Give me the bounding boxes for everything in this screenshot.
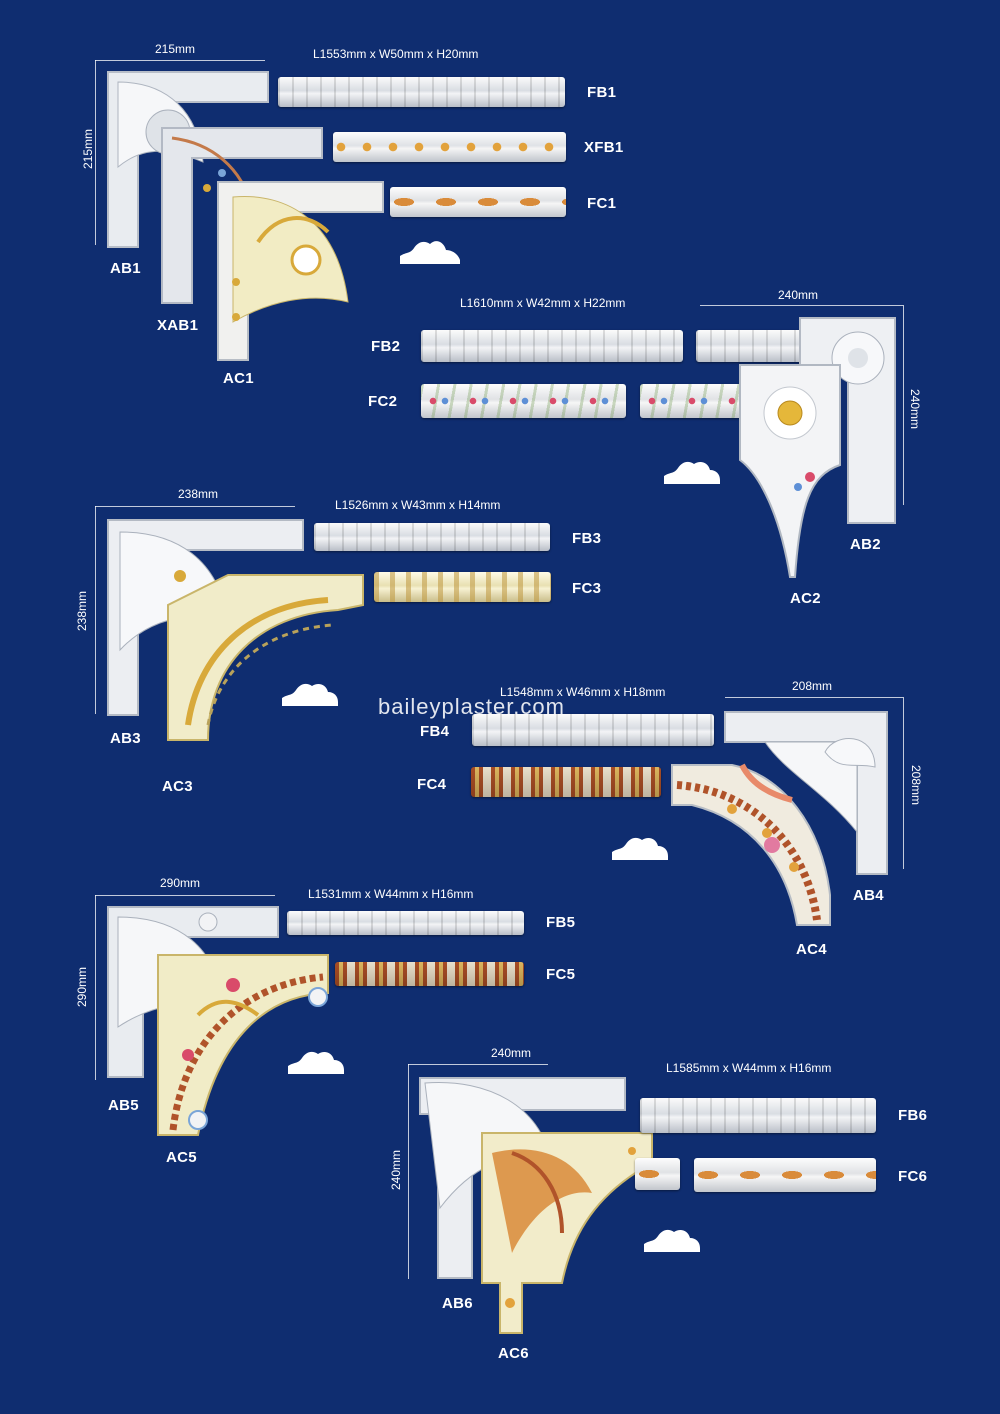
profile-icon-4 bbox=[612, 837, 668, 860]
height-label-6: 240mm bbox=[389, 1150, 403, 1191]
profile-icon-5 bbox=[288, 1051, 344, 1074]
height-label-3: 238mm bbox=[75, 591, 89, 632]
strip-label-xfb1: XFB1 bbox=[584, 139, 624, 156]
width-label-4: 208mm bbox=[792, 679, 833, 693]
strip-label-fb6: FB6 bbox=[898, 1107, 928, 1124]
corner-label-ab3: AB3 bbox=[110, 730, 141, 747]
strip-label-fb1: FB1 bbox=[587, 84, 617, 101]
corner-label-ab5: AB5 bbox=[108, 1097, 139, 1114]
size-label-6: L1585mm x W44mm x H16mm bbox=[666, 1061, 832, 1075]
dim-line-height-3 bbox=[95, 506, 96, 714]
dim-line-width-6 bbox=[408, 1064, 548, 1065]
height-label-1: 215mm bbox=[81, 129, 95, 170]
width-label-6: 240mm bbox=[491, 1046, 532, 1060]
molding-strip-fc2-b bbox=[640, 384, 750, 418]
corner-ornament-ac4 bbox=[671, 763, 831, 926]
corner-ornament-ab4 bbox=[724, 711, 888, 875]
corner-ornament-ac5 bbox=[157, 954, 329, 1136]
corner-label-ab1: AB1 bbox=[110, 260, 141, 277]
width-label-1: 215mm bbox=[155, 42, 196, 56]
molding-strip-fc3 bbox=[374, 572, 551, 602]
dim-line-height-5 bbox=[95, 895, 96, 1080]
dim-line-height-4 bbox=[903, 697, 904, 869]
molding-strip-fc6-b bbox=[694, 1158, 876, 1192]
corner-label-ac4: AC4 bbox=[796, 941, 827, 958]
corner-label-ab4: AB4 bbox=[853, 887, 884, 904]
corner-label-ac3: AC3 bbox=[162, 778, 193, 795]
dim-line-height-6 bbox=[408, 1064, 409, 1279]
width-label-5: 290mm bbox=[160, 876, 201, 890]
height-label-5: 290mm bbox=[75, 967, 89, 1008]
profile-icon-1 bbox=[400, 241, 460, 264]
height-label-4: 208mm bbox=[909, 764, 923, 805]
molding-strip-fb2-a bbox=[421, 330, 683, 362]
corner-label-ab6: AB6 bbox=[442, 1295, 473, 1312]
dim-line-height-1 bbox=[95, 60, 96, 245]
strip-label-fc1: FC1 bbox=[587, 195, 617, 212]
corner-label-xab1: XAB1 bbox=[157, 317, 199, 334]
molding-strip-fc4-a bbox=[471, 767, 661, 797]
width-label-2: 240mm bbox=[778, 288, 819, 302]
strip-label-fc2: FC2 bbox=[368, 393, 398, 410]
corner-label-ab2: AB2 bbox=[850, 536, 881, 553]
strip-label-fc4: FC4 bbox=[417, 776, 447, 793]
corner-label-ac1: AC1 bbox=[223, 370, 254, 387]
molding-strip-fb4 bbox=[472, 714, 714, 746]
size-label-3: L1526mm x W43mm x H14mm bbox=[335, 498, 501, 512]
dim-line-width-4 bbox=[725, 697, 903, 698]
corner-ornament-ac1 bbox=[217, 181, 384, 361]
molding-strip-fb5 bbox=[287, 911, 524, 935]
website-watermark: baileyplaster.com bbox=[378, 694, 565, 719]
molding-strip-fb6 bbox=[640, 1098, 876, 1133]
profile-icon-6 bbox=[644, 1229, 700, 1252]
molding-strip-fc2-a bbox=[421, 384, 626, 418]
strip-label-fb2: FB2 bbox=[371, 338, 401, 355]
molding-strip-fb1 bbox=[278, 77, 565, 107]
width-label-3: 238mm bbox=[178, 487, 219, 501]
corner-label-ac2: AC2 bbox=[790, 590, 821, 607]
molding-strip-xfb1 bbox=[333, 132, 566, 162]
molding-strip-fc5 bbox=[335, 962, 524, 986]
strip-label-fc5: FC5 bbox=[546, 966, 576, 983]
molding-strip-fb3 bbox=[314, 523, 550, 551]
dim-line-width-3 bbox=[95, 506, 295, 507]
dim-line-width-1 bbox=[95, 60, 265, 61]
size-label-5: L1531mm x W44mm x H16mm bbox=[308, 887, 474, 901]
height-label-2: 240mm bbox=[908, 388, 922, 429]
strip-label-fc3: FC3 bbox=[572, 580, 602, 597]
corner-ornament-ac6 bbox=[481, 1132, 653, 1334]
profile-icon-3 bbox=[282, 683, 338, 706]
dim-line-width-2 bbox=[700, 305, 903, 306]
molding-strip-fc6-a bbox=[635, 1158, 680, 1190]
size-label-1: L1553mm x W50mm x H20mm bbox=[313, 47, 479, 61]
molding-strip-fc1 bbox=[390, 187, 566, 217]
corner-label-ac5: AC5 bbox=[166, 1149, 197, 1166]
corner-ornament-ab3 bbox=[107, 519, 304, 716]
corner-label-ac6: AC6 bbox=[498, 1345, 529, 1362]
strip-label-fb3: FB3 bbox=[572, 530, 602, 547]
strip-label-fc6: FC6 bbox=[898, 1168, 928, 1185]
corner-ornament-ac2 bbox=[739, 364, 841, 578]
strip-label-fb4: FB4 bbox=[420, 723, 450, 740]
dim-line-width-5 bbox=[95, 895, 275, 896]
size-label-4: L1548mm x W46mm x H18mm bbox=[500, 685, 666, 699]
strip-label-fb5: FB5 bbox=[546, 914, 576, 931]
corner-ornament-ac3 bbox=[167, 574, 364, 741]
dim-line-height-2 bbox=[903, 305, 904, 505]
size-label-2: L1610mm x W42mm x H22mm bbox=[460, 296, 626, 310]
profile-icon-2 bbox=[664, 461, 720, 484]
